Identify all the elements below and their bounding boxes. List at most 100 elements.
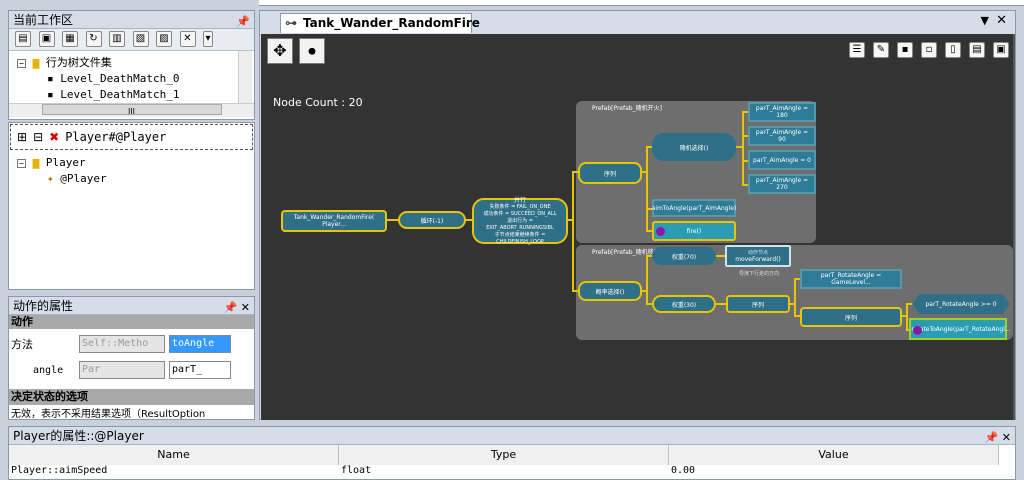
node-label: 随机选择() (679, 144, 709, 152)
action-props-title-text: 动作的属性 (13, 299, 74, 313)
vertical-scrollbar[interactable] (238, 51, 252, 103)
dropdown-icon[interactable]: ▾ (203, 31, 213, 47)
prop-value-input[interactable]: 0.00 (671, 465, 696, 476)
node-line: 退出行为 = EXIT_ABORT_RUNNINGSIBL (486, 217, 554, 231)
horizontal-scrollbar[interactable]: III (9, 103, 254, 117)
tree-item-level0[interactable]: ▪ Level_DeathMatch_0 (17, 71, 254, 87)
graph-canvas[interactable]: ✥ ⏺ ☰ ✎ ▪ ▫ ▯ ▤ ▣ Node Count : 20 Prefab… (261, 34, 1015, 420)
refresh-icon[interactable]: ↻ (85, 31, 102, 47)
sequence-node-2[interactable]: 序列 (726, 295, 790, 313)
collapse-icon[interactable]: − (17, 159, 26, 168)
tree-file-icon: ▪ (47, 72, 54, 85)
collapse-icon[interactable]: − (17, 59, 26, 68)
tab-dropdown-icon[interactable]: ▼ (980, 14, 989, 27)
rotate-assign-node[interactable]: parT_RotateAngle = GameLevel... (800, 269, 902, 289)
col-value[interactable]: Value (669, 445, 999, 465)
sequence-node-1[interactable]: 序列 (578, 162, 642, 184)
angle-row: angle Par parT_ (9, 359, 254, 381)
close-icon[interactable]: ✕ (179, 31, 196, 47)
rotate-to-angle-node[interactable]: rotateToAngle(parT_RotateAngl... (909, 318, 1011, 340)
node-label: 权重(30) (671, 301, 697, 309)
workspace-title: 当前工作区 📌 (9, 11, 254, 29)
result-description: 无效，表示不采用结果选项（ResultOption (11, 409, 206, 420)
col-name[interactable]: Name (9, 445, 339, 465)
sequence-node-3[interactable]: 序列 (800, 307, 902, 327)
root-node[interactable]: Tank_Wander_RandomFire( Player... (281, 210, 387, 232)
document-icon[interactable]: ▤ (969, 42, 985, 58)
parallel-node[interactable]: 并行 失败条件 = FAIL_ON_ONE 成功条件 = SUCCEED_ON_… (472, 197, 568, 245)
angle-assign-270[interactable]: parT_AimAngle = 270 (748, 174, 816, 194)
workspace-toolbar: ▤ ▣ ▦ ↻ ▥ ▧ ▨ ✕ ▾ (9, 29, 254, 51)
condition-rotate-node[interactable]: parT_RotateAngle >= 0 (912, 294, 1010, 314)
pin-close-icons[interactable]: 📌 ✕ (223, 301, 250, 314)
col-type[interactable]: Type (339, 445, 669, 465)
node-line: 子节点结束继续条件 = CHILDFINISH_LOOP (494, 231, 546, 245)
graph-toolbar: ☰ ✎ ▪ ▫ ▯ ▤ ▣ (847, 40, 1011, 60)
method-name-select[interactable]: toAngle (169, 335, 231, 353)
aim-action-node[interactable]: aimToAngle(parT_AimAngle) (652, 199, 736, 217)
save-all-icon[interactable]: ▫ (921, 42, 937, 58)
pan-tool-icon[interactable]: ✥ (267, 38, 293, 64)
method-select[interactable]: Self::Metho (79, 335, 165, 353)
random-selector-node[interactable]: 随机选择() (652, 133, 736, 161)
angle-value-select[interactable]: parT_ (169, 361, 231, 379)
tree-item-root[interactable]: − ▆ 行为树文件集 (17, 55, 254, 71)
fire-action-node[interactable]: fire() (652, 221, 736, 241)
weight-30-node[interactable]: 权重(30) (652, 295, 716, 313)
node-label: parT_RotateAngle >= 0 (925, 300, 997, 308)
scroll-thumb[interactable]: III (41, 104, 222, 116)
angle-assign-90[interactable]: parT_AimAngle = 90 (748, 126, 816, 146)
collapse-all-icon[interactable]: ⊟ (33, 130, 44, 144)
move-forward-node[interactable]: 动作节点 moveForward() (725, 245, 791, 267)
agent-toolbar: ⊞ ⊟ ✖ Player#@Player (10, 124, 253, 150)
pin-close-icons[interactable]: 📌 ✕ (984, 431, 1011, 444)
col-label: Value (818, 448, 849, 461)
node-label: 序列 (751, 301, 764, 309)
properties-icon[interactable]: ▧ (132, 31, 149, 47)
export-icon[interactable]: ▥ (109, 31, 125, 47)
tree-item-label: Level_DeathMatch_1 (60, 88, 180, 101)
delete-icon[interactable]: ✖ (49, 130, 60, 144)
edit-icon[interactable]: ✎ (873, 42, 889, 58)
new-file-icon[interactable]: ▣ (38, 31, 55, 47)
pin-icon[interactable]: 📌 (236, 15, 250, 28)
node-label: 序列 (844, 314, 857, 322)
node-tag: 动作节点 (747, 250, 768, 256)
folder-add-icon[interactable]: ▨ (156, 31, 172, 47)
agent-name: Player#@Player (65, 130, 167, 144)
agent-tree-item[interactable]: − ▆ Player (17, 155, 254, 171)
prop-type: float (341, 465, 372, 476)
player-props-title-text: Player的属性::@Player (13, 429, 144, 443)
breakpoint-icon[interactable] (913, 326, 922, 335)
props-row[interactable]: Player::aimSpeed float 0.00 (9, 465, 1015, 479)
method-row: 方法 Self::Metho toAngle (9, 329, 254, 359)
stop-icon[interactable]: ⏺ (299, 38, 325, 64)
save-icon[interactable]: ▪ (897, 42, 913, 58)
delete-file-icon[interactable]: ▦ (62, 31, 78, 47)
angle-assign-0[interactable]: parT_AimAngle = 0 (748, 150, 816, 170)
list-icon[interactable]: ☰ (849, 42, 865, 58)
node-label: rotateToAngle(parT_RotateAngl... (911, 325, 1011, 333)
player-props-title: Player的属性::@Player 📌 ✕ (9, 427, 1015, 445)
angle-type-select[interactable]: Par (79, 361, 165, 379)
loop-node[interactable]: 循环(-1) (398, 211, 466, 229)
tab-tank-wander[interactable]: ⊶ Tank_Wander_RandomFire (280, 13, 480, 33)
weight-70-node[interactable]: 权重(70) (652, 247, 716, 265)
tree-item-label: @Player (60, 172, 107, 185)
tab-close-icon[interactable]: ✕ (996, 13, 1007, 28)
player-props-panel: Player的属性::@Player 📌 ✕ Name Type Value P… (8, 426, 1016, 480)
open-folder-icon[interactable]: ▤ (15, 31, 31, 47)
angle-assign-180[interactable]: parT_AimAngle = 180 (748, 102, 816, 122)
weighted-selector-node[interactable]: 概率选择() (578, 281, 642, 301)
expand-icon[interactable]: ⊞ (17, 130, 28, 144)
agent-tree-item[interactable]: ✦ @Player (17, 171, 254, 187)
tree-item-level1[interactable]: ▪ Level_DeathMatch_1 (17, 87, 254, 103)
tree-item-label: Player (45, 156, 86, 169)
graph-right-edge (1013, 34, 1015, 420)
book-icon[interactable]: ▯ (945, 42, 961, 58)
breakpoint-icon[interactable] (656, 227, 665, 236)
node-label: parT_AimAngle = 90 (755, 129, 809, 143)
node-label: parT_AimAngle = 180 (755, 105, 809, 119)
image-icon[interactable]: ▣ (993, 42, 1009, 58)
node-label: fire() (686, 227, 702, 235)
